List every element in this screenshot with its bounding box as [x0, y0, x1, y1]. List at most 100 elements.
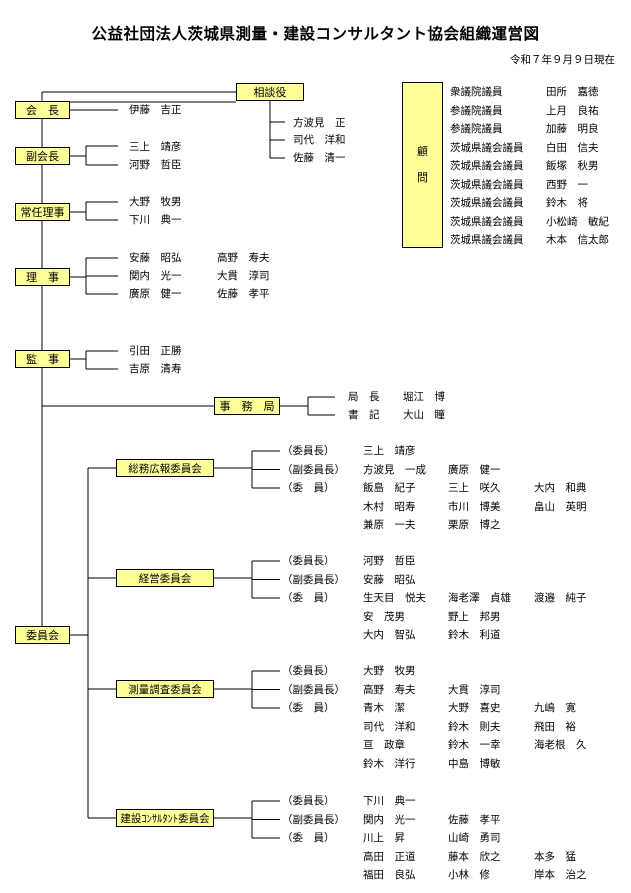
committee-member: 三上 咲久: [448, 482, 501, 494]
committee-member: 中島 博敏: [448, 757, 501, 770]
committee-role: （委員長）: [282, 665, 335, 677]
officer-box-kanji: 監 事: [15, 350, 70, 368]
committee-box: 経営委員会: [116, 569, 214, 587]
committee-role: （副委員長）: [282, 463, 345, 476]
committee-role: （委 員）: [282, 592, 335, 604]
komon-member: 加藤 明良: [546, 123, 599, 135]
jimukyoku-member: 大山 瞳: [403, 409, 445, 421]
committee-chair: 大野 牧男: [363, 665, 416, 677]
kanji-member: 吉原 清寿: [129, 363, 182, 375]
date-label: 令和７年９月９日現在: [510, 54, 615, 66]
committee-role: （副委員長）: [282, 813, 345, 826]
officer-box-riji: 理 事: [15, 268, 70, 286]
jimukyoku-member: 堀江 博: [403, 391, 445, 403]
committee-role: （委員長）: [282, 445, 335, 457]
riji-member: 安藤 昭弘: [129, 252, 182, 264]
committee-role: （委員長）: [282, 555, 335, 567]
jimukyoku-role: 局 長: [348, 391, 380, 403]
officer-box-joninriji: 常任理事: [15, 203, 70, 221]
committee-role: （委 員）: [282, 482, 335, 494]
komon-label-char: 顧: [417, 145, 428, 158]
committee-member: 木村 昭寿: [363, 500, 416, 513]
page-title: 公益社団法人茨城県測量・建設コンサルタント協会組織運営図: [91, 25, 540, 43]
komon-member: 田所 嘉徳: [546, 86, 599, 98]
committee-vice: 廣原 健一: [448, 463, 501, 476]
riji-member: 大貫 淳司: [217, 270, 270, 282]
committee-member: 飯島 紀子: [363, 482, 416, 494]
committee-role: （委員長）: [282, 795, 335, 807]
committee-box: 総務広報委員会: [116, 459, 214, 477]
committee-member: 鈴木 洋行: [363, 757, 416, 770]
kaicho-member: 伊藤 吉正: [129, 104, 182, 116]
committee-member: 大内 和典: [534, 482, 587, 494]
committee-vice: 佐藤 孝平: [448, 813, 501, 826]
komon-office: 衆議院議員: [450, 86, 503, 98]
committee-member: 栗原 博之: [448, 519, 501, 531]
committee-role: （委 員）: [282, 832, 335, 844]
komon-office: 茨城県議会議員: [450, 178, 524, 191]
committee-member: 山崎 勇司: [448, 832, 501, 844]
komon-label-char: 問: [417, 171, 428, 184]
committee-role: （副委員長）: [282, 573, 345, 586]
komon-office: 茨城県議会議員: [450, 141, 524, 154]
riji-member: 高野 寿夫: [217, 252, 270, 264]
committee-vice: 方波見 一成: [363, 463, 426, 476]
iinkai-box: 委員会: [15, 626, 70, 644]
joninriji-member: 下川 典一: [129, 214, 182, 226]
komon-office: 茨城県議会議員: [450, 234, 524, 246]
committee-member: 兼原 一夫: [363, 519, 416, 531]
committee-member: 生天目 悦夫: [363, 592, 426, 604]
komon-office: 茨城県議会議員: [450, 160, 524, 172]
officer-box-fukukaicho: 副会長: [15, 147, 70, 165]
riji-member: 関内 光一: [129, 270, 182, 282]
jimukyoku-role: 書 記: [348, 409, 380, 421]
komon-office: 茨城県議会議員: [450, 215, 524, 228]
komon-member: 白田 信夫: [546, 141, 599, 154]
komon-member: 上月 良祐: [546, 104, 599, 117]
committee-chair: 河野 哲臣: [363, 555, 416, 567]
committee-vice: 高野 寿夫: [363, 683, 416, 696]
committee-chair: 下川 典一: [363, 795, 416, 807]
committee-member: 亘 政章: [363, 739, 405, 751]
committee-member: 海老澤 貞雄: [448, 592, 511, 604]
committee-member: 市川 博美: [448, 500, 501, 513]
committee-role: （副委員長）: [282, 683, 345, 696]
sodan-member: 佐藤 清一: [293, 152, 346, 164]
sodan-member: 方波見 正: [293, 117, 346, 129]
komon-member: 西野 一: [546, 178, 588, 191]
committee-member: 野上 邦男: [448, 610, 501, 623]
komon-office: 参議院議員: [450, 123, 503, 135]
komon-office: 茨城県議会議員: [450, 197, 524, 209]
committee-member: 福田 良弘: [363, 869, 416, 881]
committee-member: 岸本 治之: [534, 869, 587, 881]
committee-vice: 安藤 昭弘: [363, 573, 416, 586]
sodan-box: 相談役: [236, 83, 304, 101]
committee-role: （委 員）: [282, 702, 335, 714]
committee-member: 安 茂男: [363, 610, 405, 623]
kanji-member: 引田 正勝: [129, 345, 182, 357]
committee-member: 鈴木 一幸: [448, 739, 501, 751]
komon-office: 参議院議員: [450, 104, 503, 117]
committee-member: 飛田 裕: [534, 720, 576, 733]
officer-box-kaicho: 会 長: [15, 101, 70, 119]
committee-member: 渡邉 純子: [534, 592, 587, 604]
committee-member: 海老根 久: [534, 739, 587, 751]
committee-member: 大野 喜史: [448, 702, 501, 714]
fukukaicho-member: 三上 靖彦: [129, 141, 182, 153]
komon-member: 小松崎 敏紀: [546, 215, 609, 228]
fukukaicho-member: 河野 哲臣: [129, 159, 182, 171]
committee-member: 藤本 欣之: [448, 850, 501, 863]
committee-chair: 三上 靖彦: [363, 445, 416, 457]
jimukyoku-box: 事 務 局: [214, 397, 280, 415]
komon-member: 鈴木 将: [546, 197, 588, 209]
committee-member: 大内 智弘: [363, 629, 416, 641]
committee-member: 本多 猛: [534, 850, 576, 863]
committee-member: 小林 修: [448, 869, 490, 881]
komon-box: 顧 問: [402, 82, 443, 248]
komon-member: 木本 信太郎: [546, 234, 609, 246]
committee-member: 川上 昇: [363, 832, 405, 844]
committee-box: 建設ｺﾝｻﾙﾀﾝﾄ委員会: [116, 809, 214, 827]
committee-box: 測量調査委員会: [116, 680, 214, 698]
riji-member: 廣原 健一: [129, 288, 182, 300]
sodan-member: 司代 洋和: [293, 134, 346, 146]
